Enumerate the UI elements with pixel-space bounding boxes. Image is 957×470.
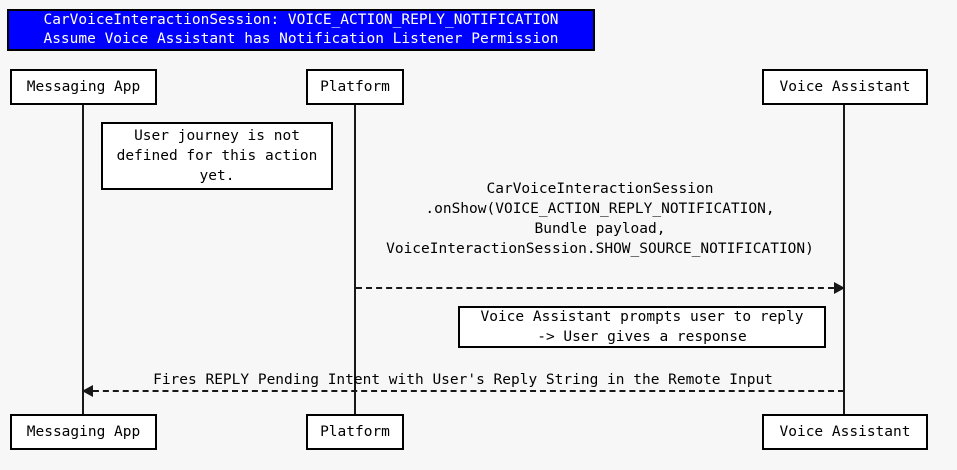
lifeline-messaging-app [82, 105, 84, 414]
participant-bottom-voice-assistant[interactable]: Voice Assistant [762, 414, 928, 450]
lifeline-platform [354, 105, 356, 414]
message-onshow-text: CarVoiceInteractionSession .onShow(VOICE… [360, 179, 840, 259]
diagram-title-banner: CarVoiceInteractionSession: VOICE_ACTION… [7, 9, 595, 51]
message-reply-intent-arrowhead-left-icon [82, 385, 93, 397]
message-reply-intent-arrow [82, 385, 844, 397]
message-onshow-arrowhead-right-icon [834, 282, 845, 294]
participant-top-messaging-app-label: Messaging App [26, 78, 141, 95]
note-user-journey-line-2: defined for this action [116, 148, 318, 164]
participant-top-voice-assistant[interactable]: Voice Assistant [762, 69, 928, 105]
message-reply-intent-arrow-shaft [83, 390, 844, 392]
message-onshow-line-2: .onShow(VOICE_ACTION_REPLY_NOTIFICATION, [425, 201, 775, 217]
participant-bottom-messaging-app[interactable]: Messaging App [10, 414, 157, 450]
participant-top-platform[interactable]: Platform [306, 69, 404, 105]
note-user-journey-line-3: yet. [199, 168, 235, 184]
lifeline-voice-assistant [843, 105, 845, 414]
diagram-title-line-1: CarVoiceInteractionSession: VOICE_ACTION… [43, 12, 559, 28]
note-user-journey-line-1: User journey is not [134, 128, 300, 144]
note-user-journey: User journey is not defined for this act… [101, 122, 333, 190]
participant-bottom-messaging-app-label: Messaging App [26, 423, 141, 440]
note-voice-prompt-line-1: Voice Assistant prompts user to reply [480, 309, 804, 325]
message-onshow-arrow-shaft [356, 287, 844, 289]
participant-top-voice-assistant-label: Voice Assistant [779, 78, 911, 95]
participant-bottom-platform[interactable]: Platform [306, 414, 404, 450]
message-onshow-line-3: Bundle payload, [534, 221, 666, 237]
note-voice-prompt-line-2: -> User gives a response [537, 329, 747, 345]
participant-top-platform-label: Platform [320, 78, 390, 95]
participant-bottom-voice-assistant-label: Voice Assistant [779, 423, 911, 440]
diagram-title-line-2: Assume Voice Assistant has Notification … [43, 31, 559, 47]
participant-bottom-platform-label: Platform [320, 423, 390, 440]
message-onshow-line-4: VoiceInteractionSession.SHOW_SOURCE_NOTI… [386, 241, 814, 257]
participant-top-messaging-app[interactable]: Messaging App [10, 69, 157, 105]
message-onshow-line-1: CarVoiceInteractionSession [486, 181, 714, 197]
note-voice-prompt: Voice Assistant prompts user to reply ->… [458, 306, 826, 348]
message-onshow-arrow [356, 282, 845, 294]
